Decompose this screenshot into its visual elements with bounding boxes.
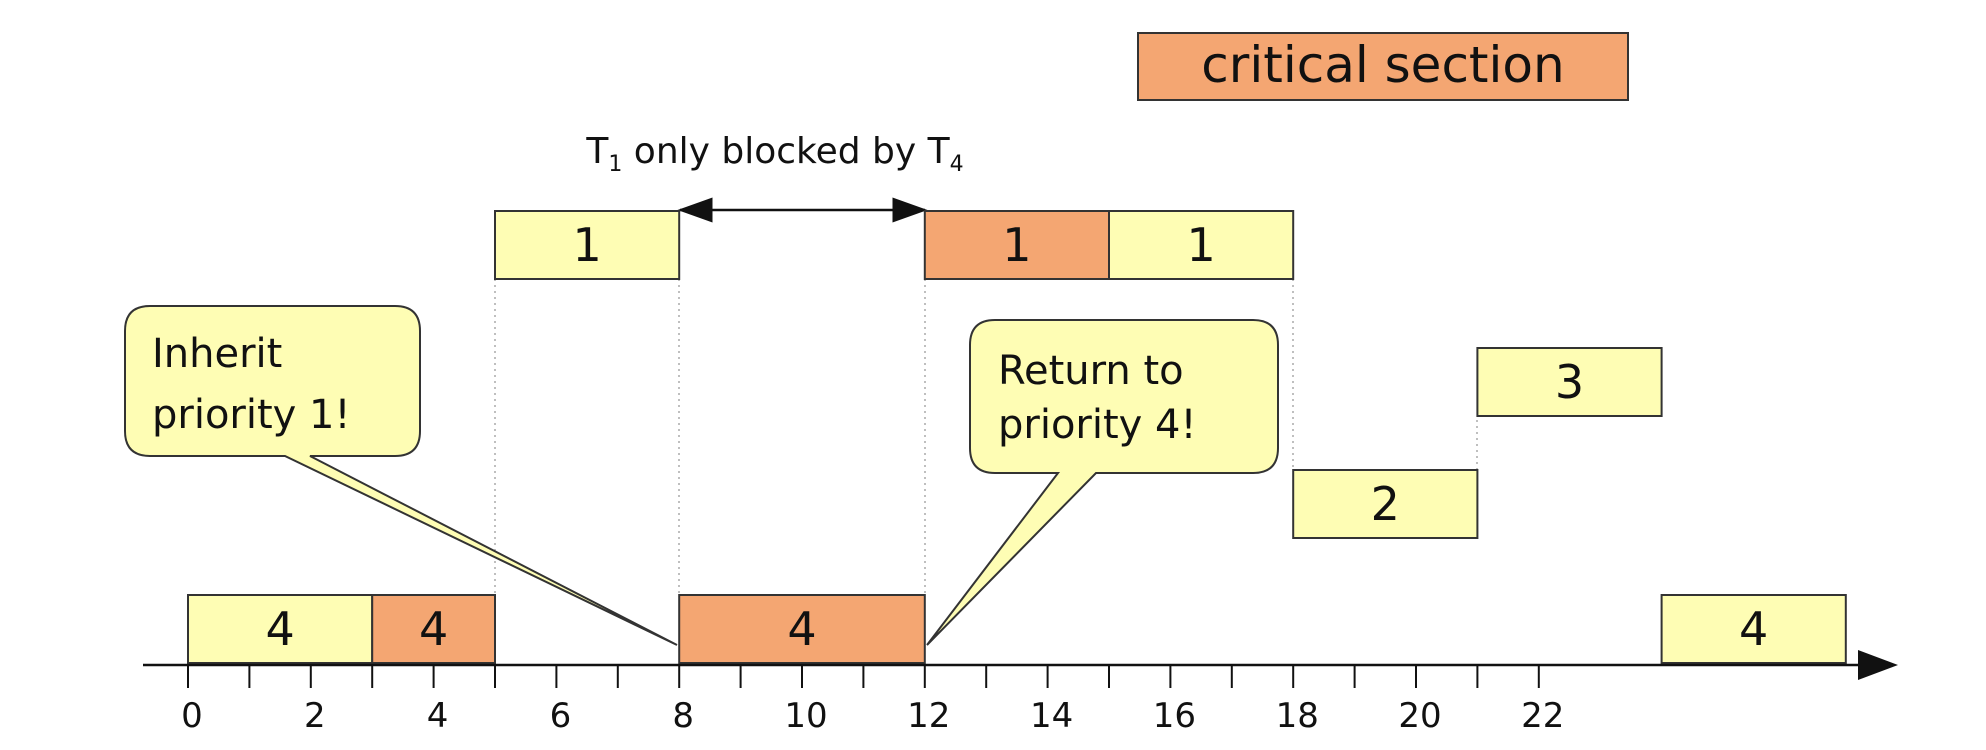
normal-execution-block	[494, 210, 681, 280]
axis-tick-label: 4	[427, 696, 449, 736]
time-axis: 0 2 4 6 8 10 12 14 16 18 20 22	[143, 650, 1898, 736]
axis-tick-label: 18	[1276, 696, 1319, 736]
axis-tick-label: 6	[550, 696, 572, 736]
axis-tick-label: 22	[1521, 696, 1564, 736]
execution-segment: 1	[1108, 210, 1295, 280]
task-priority-label: 2	[1371, 477, 1400, 531]
legend-label: critical section	[1201, 36, 1564, 94]
task-priority-label: 4	[419, 602, 448, 656]
axis-tick-label: 14	[1030, 696, 1073, 736]
axis-tick-label: 10	[784, 696, 827, 736]
axis-ticks: 0 2 4 6 8 10 12 14 16 18 20 22	[181, 665, 1564, 736]
callout-inherit-line-1: Inherit	[152, 331, 282, 377]
execution-segment: 4	[187, 594, 374, 664]
task-priority-label: 1	[1002, 218, 1031, 272]
execution-segment: 1	[494, 210, 681, 280]
task-priority-label: 3	[1555, 355, 1584, 409]
axis-tick-label: 0	[181, 696, 203, 736]
axis-tick-label: 8	[672, 696, 694, 736]
axis-tick-label: 16	[1153, 696, 1196, 736]
callout-inherit-shape	[124, 305, 678, 646]
callout-return-line-2: priority 4!	[998, 402, 1197, 448]
legend: critical section	[1137, 32, 1629, 101]
execution-segment: 1	[923, 210, 1110, 280]
guide-lines	[494, 279, 1478, 595]
callout-return-line-1: Return to	[998, 348, 1184, 394]
annotation-middle: only blocked by T	[622, 131, 950, 172]
axis-tick-label: 20	[1398, 696, 1441, 736]
task-priority-label: 1	[572, 218, 601, 272]
callout-inherit-line-2: priority 1!	[152, 392, 351, 438]
execution-segment: 4	[371, 594, 497, 664]
execution-segment: 2	[1292, 469, 1479, 539]
execution-segment: 4	[678, 594, 926, 664]
normal-execution-block	[1660, 594, 1847, 664]
critical-section-block	[678, 594, 926, 664]
annotation-t4-subscript: 4	[950, 152, 964, 177]
task-priority-label: 1	[1186, 218, 1215, 272]
blocking-annotation: T1 only blocked by T4	[585, 131, 963, 177]
annotation-t1-subscript: 1	[608, 152, 622, 177]
execution-segment: 3	[1476, 347, 1663, 417]
execution-segments: 4 4 1 4 1 1 2 3 4	[187, 210, 1847, 664]
axis-tick-label: 2	[304, 696, 326, 736]
normal-execution-block	[1108, 210, 1295, 280]
task-priority-label: 4	[1739, 602, 1768, 656]
annotation-t1: T	[585, 131, 609, 172]
axis-tick-label: 12	[907, 696, 950, 736]
callout-inherit: Inherit priority 1!	[124, 305, 678, 646]
normal-execution-block	[1476, 347, 1663, 417]
normal-execution-block	[187, 594, 374, 664]
callout-return: Return to priority 4!	[926, 319, 1279, 646]
callout-return-shape	[926, 319, 1279, 646]
execution-segment: 4	[1660, 594, 1847, 664]
task-priority-label: 4	[787, 602, 816, 656]
legend-swatch	[1137, 32, 1629, 101]
critical-section-block	[923, 210, 1110, 280]
critical-section-block	[371, 594, 497, 664]
normal-execution-block	[1292, 469, 1479, 539]
task-priority-label: 4	[265, 602, 294, 656]
